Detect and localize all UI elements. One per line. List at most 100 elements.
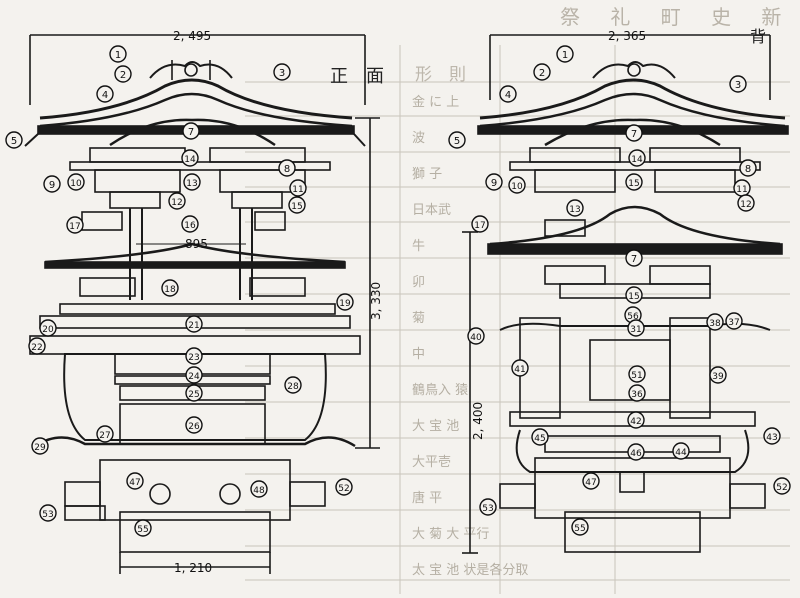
back-callout-label: 12: [740, 200, 751, 210]
front-callout-24: 24: [185, 366, 203, 384]
front-callout-label: 7: [188, 127, 194, 138]
back-callout-1: 1: [556, 45, 574, 63]
back-callout-label: 45: [534, 434, 545, 444]
back-callout-label: 14: [631, 155, 643, 165]
back-callout-55: 55: [571, 518, 589, 536]
back-callout-4: 4: [499, 85, 517, 103]
table-row: 唐 平: [412, 490, 442, 506]
table-row: 大 宝 池: [412, 419, 459, 434]
back-callout-37: 37: [725, 312, 743, 330]
back-callout-label: 5: [454, 136, 460, 147]
front-callout-47: 47: [126, 472, 144, 490]
back-callout-label: 40: [470, 333, 482, 343]
front-callout-label: 10: [70, 179, 82, 189]
table-row: 獅 子: [412, 167, 442, 182]
back-callout-41: 41: [511, 359, 529, 377]
front-callout-8: 8: [278, 159, 296, 177]
front-width-bottom: 1, 210: [174, 561, 212, 575]
back-callout-31: 31: [627, 319, 645, 337]
back-callout-53: 53: [479, 498, 497, 516]
table-row: 金 に 上: [412, 94, 459, 110]
front-callout-label: 4: [102, 90, 108, 101]
back-callout-15: 15: [625, 173, 643, 191]
back-callout-label: 3: [735, 80, 741, 91]
table-row: 牛: [412, 239, 425, 254]
front-callout-label: 8: [284, 164, 290, 175]
faint-header: 祭 礼 町 史 新 編 地: [560, 5, 800, 29]
table-row: 卯: [412, 275, 425, 290]
back-callout-44: 44: [672, 442, 690, 460]
back-callout-label: 10: [511, 182, 523, 192]
front-callout-label: 19: [339, 299, 351, 309]
front-callout-label: 12: [171, 198, 182, 208]
front-callout-label: 18: [164, 285, 176, 295]
back-title: 背: [750, 27, 766, 46]
back-callout-label: 8: [745, 164, 751, 175]
front-callout-label: 17: [69, 222, 80, 232]
back-callout-47: 47: [582, 472, 600, 490]
back-callout-label: 17: [474, 221, 485, 231]
front-callout-label: 11: [292, 185, 303, 195]
front-callout-21: 21: [185, 315, 203, 333]
table-row: 鶴鳥入 猿: [412, 382, 468, 398]
back-callout-15: 15: [625, 286, 643, 304]
table-row: 太 宝 池 状是各分取: [412, 562, 528, 578]
front-callout-label: 52: [338, 484, 349, 494]
back-callout-label: 11: [736, 185, 747, 195]
front-callout-3: 3: [273, 63, 291, 81]
back-callout-label: 13: [569, 205, 580, 215]
back-callout-14: 14: [628, 149, 646, 167]
back-callout-17: 17: [471, 215, 489, 233]
front-callout-2: 2: [114, 65, 132, 83]
front-callout-53: 53: [39, 504, 57, 522]
back-callout-label: 56: [627, 312, 639, 322]
front-callout-label: 23: [188, 353, 199, 363]
back-callout-52: 52: [773, 477, 791, 495]
back-callout-51: 51: [628, 365, 646, 383]
back-callout-label: 37: [728, 318, 739, 328]
table-row: 中: [412, 347, 425, 362]
front-callout-10: 10: [67, 173, 85, 191]
back-callout-11: 11: [733, 179, 751, 197]
front-callout-label: 26: [188, 422, 200, 432]
front-callout-28: 28: [284, 376, 302, 394]
back-callout-label: 1: [562, 50, 568, 61]
back-callout-46: 46: [627, 443, 645, 461]
front-title: 正 面: [330, 66, 384, 87]
back-callout-label: 15: [628, 292, 639, 302]
table-row: 大 菊 大 平行: [412, 527, 489, 542]
back-callout-12: 12: [737, 194, 755, 212]
back-callout-38: 38: [706, 313, 724, 331]
front-callout-23: 23: [185, 347, 203, 365]
front-callout-label: 3: [279, 68, 285, 79]
back-callout-label: 42: [630, 417, 641, 427]
front-callout-52: 52: [335, 478, 353, 496]
front-inner-dim: 895: [185, 237, 208, 251]
back-callout-45: 45: [531, 428, 549, 446]
front-callout-label: 27: [99, 431, 110, 441]
front-callout-15: 15: [288, 196, 306, 214]
back-callout-label: 39: [712, 372, 724, 382]
back-callout-36: 36: [628, 384, 646, 402]
back-callout-43: 43: [763, 427, 781, 445]
back-callout-label: 41: [514, 365, 525, 375]
back-callout-label: 2: [539, 68, 545, 79]
back-width-top: 2, 365: [608, 29, 646, 43]
front-callout-22: 22: [28, 337, 46, 355]
back-callout-label: 47: [585, 478, 596, 488]
back-callout-label: 55: [574, 524, 585, 534]
back-callout-label: 53: [482, 504, 493, 514]
front-callout-17: 17: [66, 216, 84, 234]
front-callout-label: 20: [42, 325, 54, 335]
front-view: [24, 34, 380, 574]
front-callout-26: 26: [185, 416, 203, 434]
back-callout-label: 7: [631, 129, 637, 140]
back-callout-label: 52: [776, 483, 787, 493]
back-callout-label: 38: [709, 319, 721, 329]
table-row: 日本武: [412, 203, 451, 218]
back-callout-label: 4: [505, 90, 511, 101]
front-callout-48: 48: [250, 480, 268, 498]
front-callout-25: 25: [185, 384, 203, 402]
